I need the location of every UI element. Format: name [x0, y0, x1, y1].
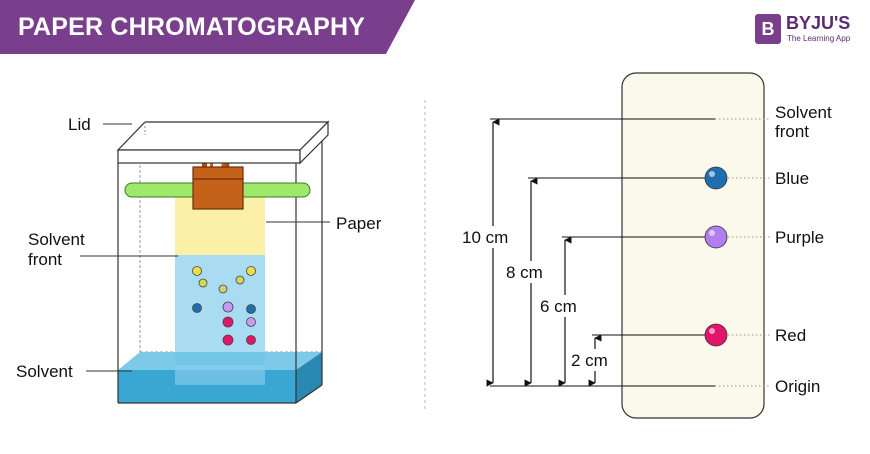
- jar-front-edges: [117, 140, 323, 404]
- brand-tagline: The Learning App: [787, 34, 851, 43]
- spot-red: [222, 316, 234, 328]
- solvent-pool: [118, 352, 322, 403]
- chromatogram-strip: [621, 72, 765, 419]
- spot-purple: [222, 301, 234, 313]
- page-title: PAPER CHROMATOGRAPHY: [18, 13, 366, 41]
- spot-yellow: [218, 284, 228, 294]
- distance-arrows: [486, 118, 602, 387]
- separated-spots: [704, 166, 728, 347]
- distance-6cm-label: 6 cm: [540, 297, 577, 316]
- strip-solvent-front-label-line1: Solvent: [775, 103, 832, 122]
- purple-label: Purple: [775, 228, 824, 247]
- spot-yellow: [192, 266, 202, 276]
- spot-purple: [246, 317, 256, 327]
- paper-label: Paper: [336, 214, 382, 233]
- strip-solvent-front-label-line2: front: [775, 122, 809, 141]
- distance-8cm-label: 8 cm: [506, 263, 543, 282]
- solvent-label: Solvent: [16, 362, 73, 381]
- origin-label: Origin: [775, 377, 820, 396]
- distance-10cm-label: 10 cm: [462, 228, 508, 247]
- spot-red: [246, 335, 256, 345]
- spot-blue: [246, 304, 256, 314]
- solvent-front-label-line2: front: [28, 250, 62, 269]
- binder-clip: [192, 151, 244, 210]
- byjus-logo-icon: B: [755, 14, 781, 44]
- blue-label: Blue: [775, 169, 809, 188]
- spot-yellow: [235, 275, 245, 285]
- red-spot: [704, 323, 728, 347]
- red-label: Red: [775, 326, 806, 345]
- lid-label: Lid: [68, 115, 91, 134]
- purple-spot: [704, 225, 728, 249]
- chromatography-jar-apparatus: Lid Paper Solvent front Solvent: [16, 115, 382, 404]
- spot-yellow: [246, 266, 256, 276]
- brand-name: BYJU'S: [786, 13, 851, 33]
- solvent-front-label-line1: Solvent: [28, 230, 85, 249]
- brand-logo-block[interactable]: B BYJU'S The Learning App: [755, 12, 865, 46]
- reference-dotted-lines: [715, 118, 770, 387]
- spot-yellow: [198, 278, 208, 288]
- chromatogram-strip-diagram: 10 cm 8 cm 6 cm 2 cm Solvent front Blue …: [458, 72, 832, 419]
- apparatus-leader-lines: [80, 123, 330, 372]
- spot-blue: [192, 303, 202, 313]
- blue-spot: [704, 166, 728, 190]
- paper-sample-spots: [192, 266, 256, 346]
- jar-lid: [116, 120, 330, 165]
- distance-2cm-label: 2 cm: [571, 351, 608, 370]
- spot-red: [222, 334, 234, 346]
- title-banner: [0, 0, 415, 54]
